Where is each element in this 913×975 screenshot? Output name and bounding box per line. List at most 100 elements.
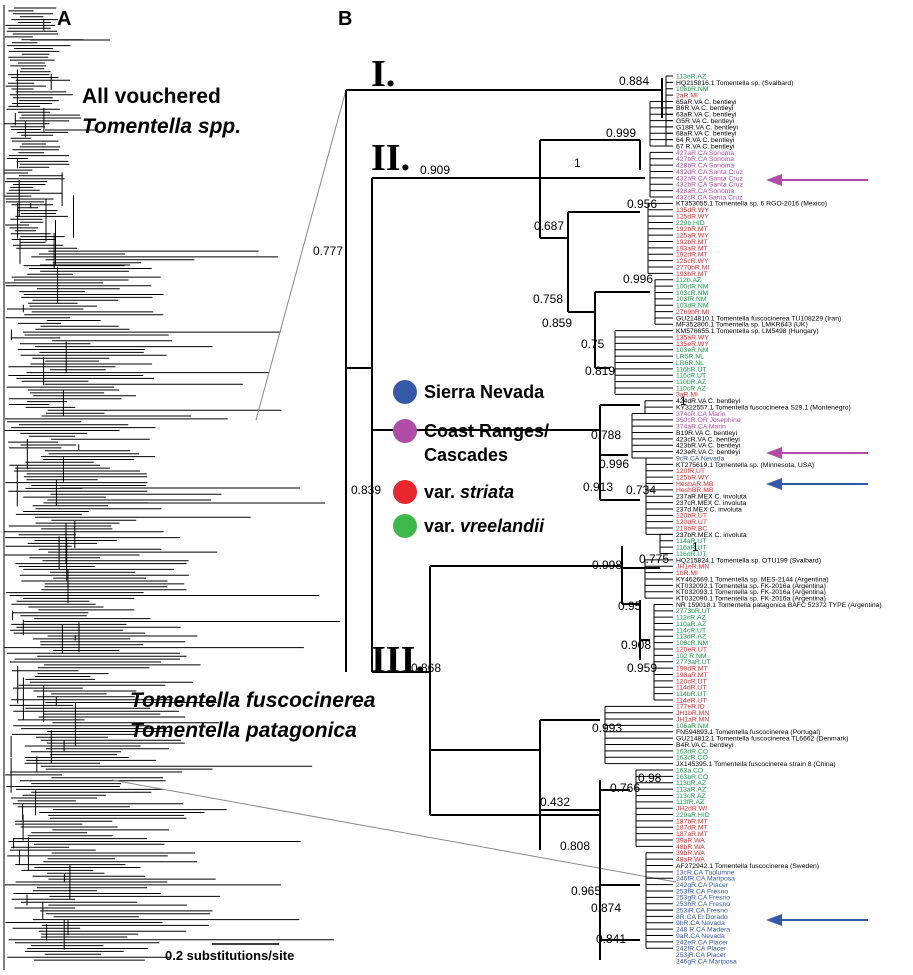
tip-label: JH2dR.WI bbox=[676, 806, 707, 813]
tip-label: 68aR.VA C. bentleyi bbox=[676, 131, 737, 138]
tip-label: 120cR.UT bbox=[676, 678, 707, 685]
scale-label: 0.2 substitutions/site bbox=[165, 948, 294, 963]
tip-label: 13cR.CA Tuolumne bbox=[676, 869, 735, 876]
tip-label: 2773bR.UT bbox=[676, 608, 711, 615]
legend-dot-sierra-nevada bbox=[393, 380, 417, 404]
tip-label: 3aR.MI bbox=[676, 392, 698, 399]
tip-label: 103cR.NM bbox=[676, 290, 708, 297]
tree-branch bbox=[644, 400, 673, 414]
zoom-connector-bottom bbox=[111, 779, 677, 883]
tip-label: KT353055.1 Tomentella sp. 6 RGO-2016 (Me… bbox=[676, 201, 827, 208]
support-value: 0.766 bbox=[610, 781, 640, 795]
support-value: 0.959 bbox=[627, 661, 657, 675]
support-value: 0.432 bbox=[540, 795, 570, 809]
tip-label: KM576655.1 Tomentella sp. LM5498 (Hungar… bbox=[676, 328, 819, 335]
tip-label: 432aR.CA Santa Cruz bbox=[676, 175, 743, 182]
tip-label: 135dR.WY bbox=[676, 207, 709, 214]
tip-label: 48bR.WA bbox=[676, 844, 705, 851]
tip-label: 112cR.AZ bbox=[676, 615, 706, 622]
overview-label-line1: All vouchered bbox=[82, 85, 221, 108]
arrow-nevada-9c bbox=[766, 478, 868, 490]
tree-branch bbox=[604, 705, 673, 765]
support-value: 0.996 bbox=[599, 457, 629, 471]
clade-label-3: III. bbox=[371, 639, 425, 681]
tip-label: 424dR.VA C. bentleyi bbox=[676, 398, 741, 405]
species-label-patagonica: Tomentella patagonica bbox=[130, 719, 357, 742]
tip-label: 163dR.CO bbox=[676, 748, 708, 755]
tip-label: JH1eR.MN bbox=[676, 564, 709, 571]
tip-label: 1bR.MI bbox=[676, 570, 698, 577]
tip-label: KT032093.1 Tomentella sp. FK-2016a (Arge… bbox=[676, 589, 826, 596]
legend: Sierra Nevada Coast Ranges/ Cascades var… bbox=[393, 380, 549, 538]
support-value: 0.788 bbox=[591, 428, 621, 442]
tree-branch bbox=[645, 909, 673, 949]
clade-label-2: II. bbox=[371, 137, 410, 179]
tip-label: 113cR.AZ bbox=[676, 793, 706, 800]
tree-branch bbox=[635, 769, 673, 847]
legend-label-cascades: Cascades bbox=[424, 445, 508, 465]
legend-label-coast-ranges: Coast Ranges/ bbox=[424, 421, 549, 441]
tip-label: 187dR.MT bbox=[676, 825, 708, 832]
support-value: 0.687 bbox=[534, 219, 564, 233]
arrow-santa-cruz bbox=[766, 174, 868, 186]
overview-tree-branches bbox=[3, 5, 340, 970]
tree-branch bbox=[649, 151, 673, 198]
tip-label: 432dR.CA Santa Cruz bbox=[676, 169, 743, 176]
tip-label: 163a.CO bbox=[676, 767, 703, 774]
tip-label: 246fR.CA Mariposa bbox=[676, 876, 735, 883]
tip-label: 192bR.MT bbox=[676, 239, 708, 246]
tip-label: HeshBR.MB bbox=[676, 487, 714, 494]
tree-branch bbox=[614, 330, 673, 395]
support-value: 0.874 bbox=[591, 901, 621, 915]
tip-label: GU214812.1 Tomentella fuscocinerea TL666… bbox=[676, 736, 848, 743]
tip-label: 248 R.CA Madera bbox=[676, 927, 730, 934]
tip-label: KT032090.1 Tomentella sp. FK-2016a (Arge… bbox=[676, 596, 826, 603]
overview-tree bbox=[3, 5, 340, 970]
tip-label: 100dR.NM bbox=[676, 284, 709, 291]
tip-label: 116aR.UT bbox=[676, 545, 706, 552]
tip-label: 113eR.AZ bbox=[676, 73, 706, 80]
tip-label: 110bR.AZ bbox=[676, 379, 706, 386]
tip-label: 125aR.WY bbox=[676, 233, 709, 240]
tip-label: 237cR.MEX C. involuta bbox=[676, 500, 746, 507]
support-value: 0.859 bbox=[542, 316, 572, 330]
support-value: 1 bbox=[692, 540, 699, 554]
tip-label: 237bR.MEX C. involuta bbox=[676, 532, 747, 539]
support-value: 0.95 bbox=[618, 599, 642, 613]
tip-label: GU214810.1 Tomentella fuscocinerea TU108… bbox=[676, 315, 841, 322]
tip-label: JH1bR.MN bbox=[676, 710, 709, 717]
support-value: 0.913 bbox=[583, 480, 613, 494]
arrow-sierra-clade bbox=[766, 914, 868, 926]
tip-label: 192bR.MT bbox=[676, 226, 708, 233]
tip-label: 253jR.CA Placer bbox=[676, 952, 727, 959]
tip-label: 9bR.CA Nevada bbox=[676, 920, 725, 927]
arrow-marin-josephine bbox=[766, 447, 868, 459]
tip-label: HeshAR.MB bbox=[676, 481, 714, 488]
panel-label-b: B bbox=[338, 8, 352, 30]
tip-label: 192dR.MT bbox=[676, 252, 708, 259]
tip-label: 246gR.CA Mariposa bbox=[676, 958, 737, 965]
tip-label: NR 159018.1 Tomentella patagonica BAFC 5… bbox=[676, 602, 882, 609]
tip-label: 116dR.UT bbox=[676, 551, 706, 558]
support-value: 0.996 bbox=[623, 272, 653, 286]
tree-branch bbox=[645, 457, 673, 535]
tip-label: FN594893.1 Tomentella fuscocinerea (Port… bbox=[676, 729, 820, 736]
support-value: 0.734 bbox=[626, 483, 656, 497]
tip-label: B6R.VA C. bentleyi bbox=[676, 105, 734, 112]
tip-label: 120bR.UT bbox=[676, 513, 707, 520]
legend-dot-striata bbox=[393, 480, 417, 504]
support-value: 0.839 bbox=[351, 483, 381, 497]
tip-label: KY322557.1 Tomentella fuscocinerea S29.1… bbox=[676, 405, 851, 412]
tip-label: 253iR.CA Fresno bbox=[676, 908, 728, 915]
tip-label: 374aR.CA Marin bbox=[676, 424, 726, 431]
tip-label: 242gR.CA Placer bbox=[676, 882, 729, 889]
tip-label: 116bR.UT bbox=[676, 366, 706, 373]
legend-label-sierra-nevada: Sierra Nevada bbox=[424, 382, 545, 402]
tip-label: 193aR.MT bbox=[676, 245, 708, 252]
tip-label: 114eR.UT bbox=[676, 697, 706, 704]
tip-label: 39aR.WA bbox=[676, 837, 705, 844]
support-value: 0.909 bbox=[420, 163, 450, 177]
tip-label: 193bR.MT bbox=[676, 271, 708, 278]
